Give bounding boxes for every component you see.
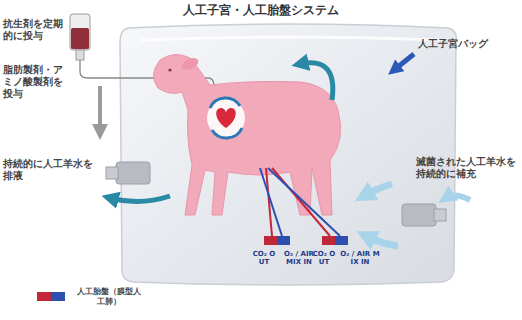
port-label: O₂ / AIR MIX IN: [280, 250, 318, 266]
port-label: O₂ / AIR MIX IN: [340, 250, 380, 266]
cannula-lines: [260, 168, 340, 236]
port-label: CO₂ OUT: [310, 250, 338, 266]
part-label: 人工子宮バッグ: [418, 38, 488, 50]
annotation-label: 持続的に人工羊水を排液: [3, 158, 93, 182]
lamb: [153, 54, 340, 215]
annotation-label: 抗生剤を定期的に投与: [3, 18, 67, 42]
heart: [207, 98, 245, 138]
circulation-arrow: [300, 63, 333, 100]
artificial-placenta: [264, 236, 348, 245]
diagram-title: 人工子宮・人工胎盤システム: [0, 3, 522, 17]
supply-port: [364, 184, 470, 246]
legend-swatch: [36, 291, 66, 302]
womb-bag: [120, 24, 456, 285]
port-label: CO₂ OUT: [250, 250, 278, 266]
annotation-label: 脂肪製剤・アミノ酸製剤を投与: [3, 64, 67, 100]
annotation-label: 滅菌された人工羊水を持続的に補充: [416, 156, 516, 180]
infusion-arrow: [98, 86, 102, 132]
legend-entry: 人工胎盤（膜型人工肺）: [36, 287, 144, 306]
legend-label: 人工胎盤（膜型人工肺）: [74, 287, 144, 306]
drain-port: [106, 162, 170, 202]
pointer-arrow: [394, 54, 414, 70]
